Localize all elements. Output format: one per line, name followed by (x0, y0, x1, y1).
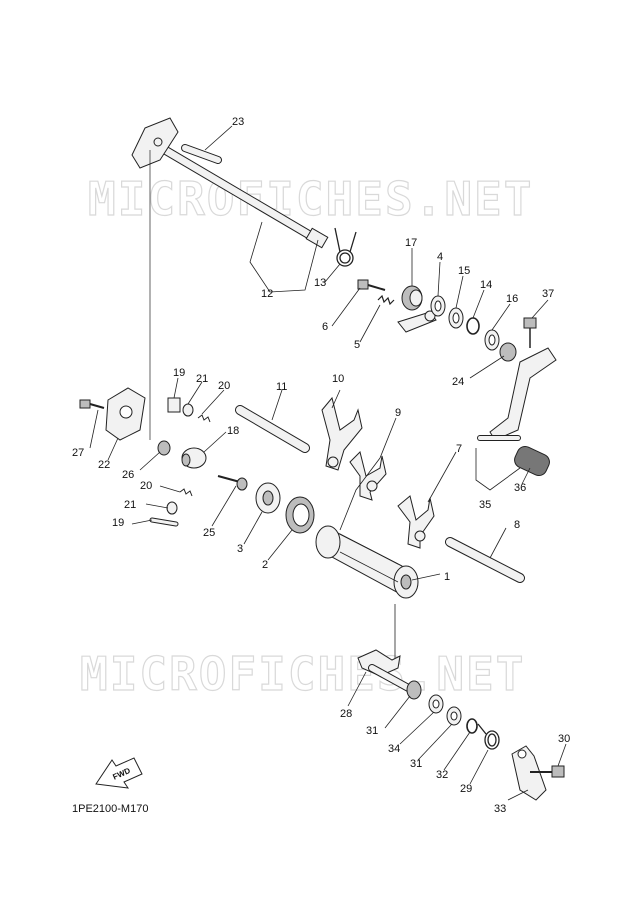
pin-19-bottom (149, 517, 179, 527)
leader-lines (89, 125, 567, 801)
callout-3: 3 (237, 543, 243, 555)
fwd-arrow-icon: FWD (95, 757, 143, 789)
bolt-25 (217, 475, 248, 491)
callout-16: 16 (506, 293, 518, 305)
shift-fork-10 (321, 396, 363, 471)
callout-32: 32 (436, 769, 448, 781)
callout-5: 5 (354, 339, 360, 351)
callout-30: 30 (558, 733, 570, 745)
callout-14: 14 (480, 279, 492, 291)
callout-28: 28 (340, 708, 352, 720)
guide-bar-8 (445, 537, 525, 583)
callout-25: 25 (203, 527, 215, 539)
shift-pedal-35 (477, 347, 557, 441)
callout-2: 2 (262, 559, 268, 571)
callout-24: 24 (452, 376, 464, 388)
washer-34 (428, 694, 444, 714)
torsion-spring-13 (334, 227, 357, 267)
callout-27: 27 (72, 447, 84, 459)
callout-22: 22 (98, 459, 110, 471)
spring-20-bottom (179, 488, 193, 497)
callout-21-top: 21 (196, 373, 208, 385)
callout-31-b: 31 (410, 758, 422, 770)
circlip-14 (466, 317, 480, 335)
bolt-6 (357, 279, 386, 291)
callout-37: 37 (542, 288, 554, 300)
callout-11: 11 (276, 381, 287, 393)
callout-36: 36 (514, 482, 526, 494)
spring-29 (477, 723, 500, 750)
callout-23: 23 (232, 116, 244, 128)
watermark-bottom: MICROFICHES.NET (80, 647, 525, 701)
callout-13: 13 (314, 277, 326, 289)
spring-5 (377, 294, 395, 306)
guide-bar-11 (235, 405, 310, 453)
washer-24 (499, 342, 517, 362)
callout-34: 34 (388, 743, 400, 755)
bearing-2 (285, 496, 315, 534)
shift-fork-7 (397, 495, 435, 549)
callout-29: 29 (460, 783, 472, 795)
plate-22 (105, 387, 146, 441)
segment-3 (255, 482, 281, 514)
callout-1: 1 (444, 571, 450, 583)
callout-12: 12 (261, 288, 273, 300)
shift-fork-9 (349, 451, 387, 501)
callout-9: 9 (395, 407, 401, 419)
callout-26: 26 (122, 469, 134, 481)
washer-31-b (446, 706, 462, 726)
rubber-36 (514, 445, 550, 477)
stopper-18 (181, 447, 207, 469)
bolt-37 (523, 317, 537, 348)
lever-33 (511, 745, 547, 801)
washer-31-a (406, 680, 422, 700)
callout-33: 33 (494, 803, 506, 815)
stopper-lever (397, 310, 437, 333)
pin-19-top (167, 397, 181, 413)
callout-20-top: 20 (218, 380, 230, 392)
callout-6: 6 (322, 321, 328, 333)
callout-19-bottom: 19 (112, 517, 124, 529)
callout-17: 17 (405, 237, 417, 249)
ball-21-bottom (166, 501, 178, 515)
callout-20-bottom: 20 (140, 480, 152, 492)
callout-10: 10 (332, 373, 344, 385)
callout-19-top: 19 (173, 367, 185, 379)
callout-15: 15 (458, 265, 470, 277)
watermark-top: MICROFICHES.NET (88, 172, 533, 226)
callout-18: 18 (227, 425, 239, 437)
shift-shaft (131, 117, 329, 440)
shift-guide-28 (357, 604, 416, 694)
diagram-code: 1PE2100-M170 (72, 803, 149, 815)
spring-20-top (197, 414, 211, 423)
bolt-27 (79, 399, 105, 409)
callouts: 23 12 13 6 5 17 4 15 14 16 37 24 36 35 1… (72, 116, 570, 815)
circlip-32 (466, 718, 478, 734)
collar-17 (401, 285, 423, 311)
bearing-26 (157, 440, 171, 456)
ball-21-top (182, 403, 194, 417)
washer-16 (484, 329, 500, 351)
washer-15 (448, 307, 464, 329)
shift-drum-1 (315, 525, 419, 599)
washer-4 (430, 295, 446, 317)
callout-31-a: 31 (366, 725, 378, 737)
callout-4: 4 (437, 251, 443, 263)
callout-21-bottom: 21 (124, 499, 136, 511)
pin-23 (181, 144, 222, 164)
callout-35: 35 (479, 499, 491, 511)
callout-7: 7 (456, 443, 462, 455)
callout-8: 8 (514, 519, 520, 531)
